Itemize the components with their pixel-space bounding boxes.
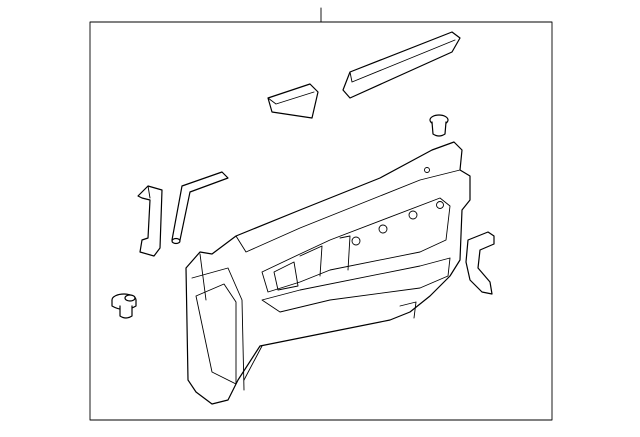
bolt-clip[interactable]: [111, 293, 137, 319]
grab-strap[interactable]: [171, 171, 229, 245]
diagram-frame: [89, 21, 553, 421]
pull-handle-left[interactable]: [137, 185, 163, 257]
trim-piece-triangular[interactable]: [267, 83, 319, 119]
trim-strip-upper[interactable]: [342, 31, 461, 99]
plug-fastener[interactable]: [429, 114, 449, 137]
bracket-right[interactable]: [465, 231, 495, 295]
door-trim-panel[interactable]: [185, 141, 471, 405]
